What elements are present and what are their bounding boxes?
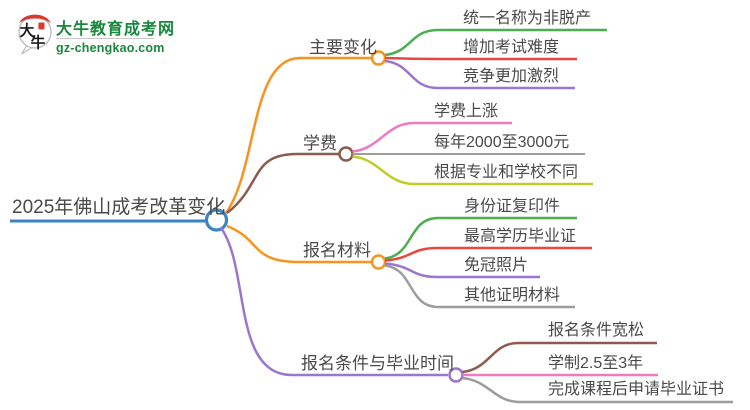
leaf-curve-photo [384,262,540,279]
leaf-topic-other-proof[interactable]: 其他证明材料 [464,287,561,304]
leaf-curve-id-copy [384,216,577,260]
leaf-curve-exam-difficulty [384,56,577,61]
logo-domain-url[interactable]: gz-chengkao.com [56,41,165,55]
branch-topic-tuition[interactable]: 学费 [303,134,337,153]
branch-topic-requirements[interactable]: 报名条件与毕业时间 [301,354,454,373]
leaf-topic-tuition-rise[interactable]: 学费上涨 [434,103,499,120]
leaf-topic-unified-name[interactable]: 统一名称为非脱产 [463,10,592,27]
leaf-topic-photo[interactable]: 免冠照片 [464,257,529,274]
leaf-curve-diploma [384,246,592,262]
branch-topic-main-changes[interactable]: 主要变化 [309,38,377,57]
leaf-curve-tuition-rise [352,121,512,153]
branch-curve-main-changes [224,56,371,214]
leaf-curve-unified-name [384,28,607,57]
branch-handle-materials[interactable] [370,254,387,270]
leaf-curve-other-proof [384,264,575,309]
branch-curve-tuition [226,152,339,214]
leaf-topic-loose-requirements[interactable]: 报名条件宽松 [548,322,645,339]
branch-curve-materials [226,224,371,264]
leaf-curve-tuition-varies [352,155,593,186]
leaf-topic-competition[interactable]: 竞争更加激烈 [463,68,560,85]
leaf-topic-exam-difficulty[interactable]: 增加考试难度 [463,39,560,56]
red-cap-shape [19,14,51,24]
leaf-topic-id-copy[interactable]: 身份证复印件 [464,198,561,215]
leaf-topic-study-length[interactable]: 学制2.5至3年 [548,355,644,372]
leaf-curve-loose-requirements [462,341,657,374]
daniu-speech-bubble-icon: 大 牛 [18,14,52,55]
branch-handle-tuition[interactable] [338,146,354,162]
leaf-topic-tuition-varies[interactable]: 根据专业和学校不同 [434,164,579,181]
logo-site-name: 大牛教育成考网 [56,21,176,38]
branch-curve-requirements [219,227,448,377]
leaf-topic-apply-diploma[interactable]: 完成课程后申请毕业证书 [548,381,725,398]
leaf-curve-apply-diploma [462,376,733,404]
leaf-curve-competition [384,59,575,90]
icon-char-top: 大 [19,21,34,39]
logo-divider [56,38,154,39]
icon-char-bottom: 牛 [31,34,46,52]
leaf-topic-diploma[interactable]: 最高学历毕业证 [464,228,577,245]
site-logo[interactable]: 大 牛 大牛教育成考网 gz-chengkao.com [16,7,216,59]
root-node-handle[interactable] [204,208,229,232]
root-topic[interactable]: 2025年佛山成考改革变化 [12,197,226,218]
leaf-topic-tuition-range[interactable]: 每年2000至3000元 [434,134,570,151]
red-seal [38,22,45,30]
branch-topic-materials[interactable]: 报名材料 [303,241,371,260]
